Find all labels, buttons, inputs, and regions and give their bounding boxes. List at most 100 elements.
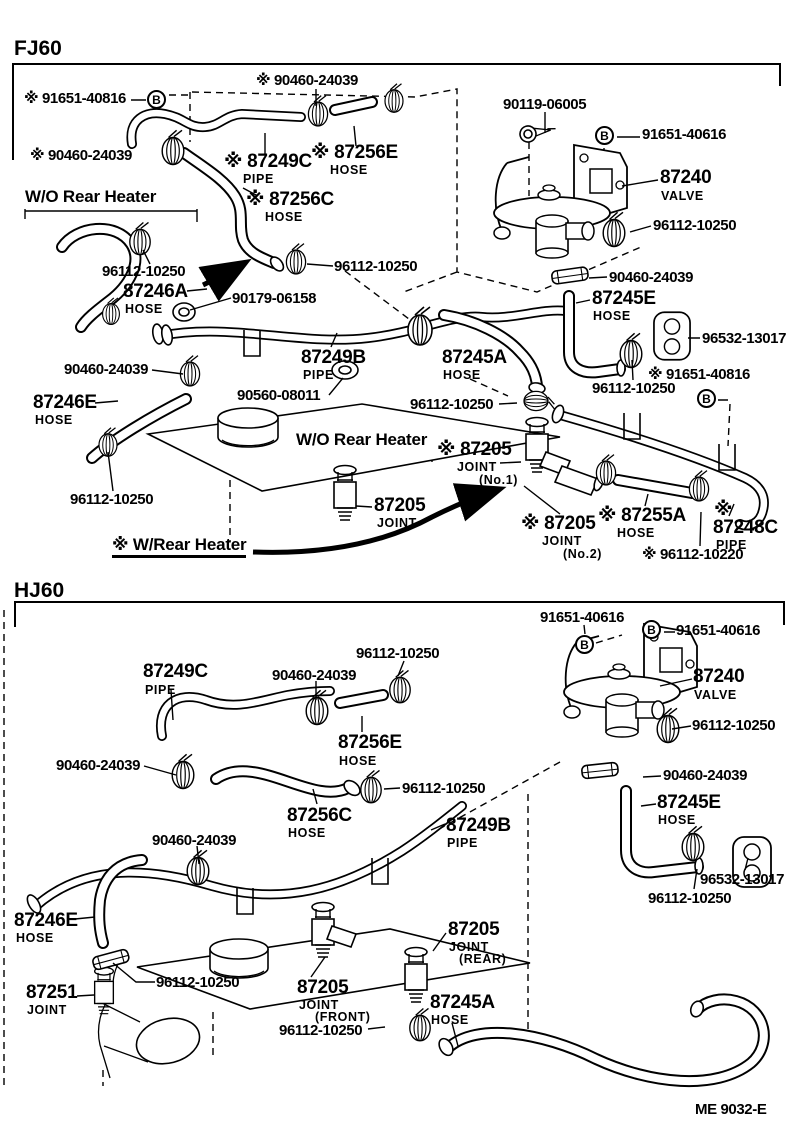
part-87248c-type: PIPE <box>716 538 747 552</box>
part-90179-06158: 90179-06158 <box>232 290 317 307</box>
part-87246e-hj-type: HOSE <box>16 931 54 945</box>
part-87249b-fj: 87249B <box>301 347 366 368</box>
part-90560-08011: 90560-08011 <box>237 387 321 404</box>
part-87245e-fj: 87245E <box>592 288 656 309</box>
part-87205-front-pos: (FRONT) <box>315 1010 371 1024</box>
section-title-fj60: FJ60 <box>14 37 62 60</box>
footer-code: ME 9032-E <box>695 1101 767 1118</box>
hose-87256e-hj <box>334 689 389 709</box>
hose-87245a-hj <box>442 993 770 1088</box>
part-87256c-fj-type: HOSE <box>265 210 303 224</box>
part-90460-24039-hj-b: 90460-24039 <box>56 757 141 774</box>
part-87256e-fj-type: HOSE <box>330 163 368 177</box>
part-87205-center: 87205 <box>374 495 426 516</box>
b-fastener-marker: B <box>697 389 716 408</box>
part-91651-40616-fj: 91651-40616 <box>642 126 727 143</box>
part-87245e-fj-type: HOSE <box>593 309 631 323</box>
part-87251: 87251 <box>26 982 78 1003</box>
part-90460-24039-hj-c: 90460-24039 <box>152 832 237 849</box>
hj60-hoses <box>26 686 770 1088</box>
b-fastener-marker: B <box>642 620 661 639</box>
fj60-reservoir <box>145 403 561 492</box>
part-87205-front-type: JOINT <box>299 998 339 1012</box>
part-87205-no2-type: JOINT <box>542 534 582 548</box>
part-87251-type: JOINT <box>27 1003 67 1017</box>
part-90460-24039-fj-valve: 90460-24039 <box>609 269 694 286</box>
part-87245a-fj: 87245A <box>442 347 507 368</box>
part-87205-center-type: JOINT <box>377 516 417 530</box>
part-96112-10250-fj-c: 96112-10250 <box>592 380 676 397</box>
b-fastener-marker: B <box>595 126 614 145</box>
part-87205-no2: ※ 87205 <box>521 513 596 534</box>
hose-87246e-fj <box>86 393 192 464</box>
part-87240-hj-type: VALVE <box>694 688 737 702</box>
part-87246e-fj-type: HOSE <box>35 413 73 427</box>
part-96112-10250-fj-b: 96112-10250 <box>334 258 418 275</box>
part-87256e-hj-type: HOSE <box>339 754 377 768</box>
part-87256e-hj: 87256E <box>338 732 402 753</box>
part-87205-no1-pos: (No.1) <box>479 473 519 487</box>
part-87248c-mark: ※ <box>714 499 733 520</box>
part-87245a-hj: 87245A <box>430 992 495 1013</box>
part-87205-front: 87205 <box>297 977 349 998</box>
part-96112-10250-hj-b: 96112-10250 <box>402 780 486 797</box>
hose-87249c-fj <box>126 108 306 149</box>
hose-87255a <box>612 474 698 499</box>
part-87245a-fj-type: HOSE <box>443 368 481 382</box>
hose-87246e-hj <box>93 854 148 949</box>
part-91651-40816-fj: ※ 91651-40816 <box>24 90 126 107</box>
section-title-hj60: HJ60 <box>14 579 65 602</box>
part-87205-rear-pos: (REAR) <box>459 952 507 966</box>
part-90119-06005: 90119-06005 <box>503 96 587 113</box>
leader-lines <box>74 89 749 1047</box>
b-fastener-marker: B <box>575 635 594 654</box>
hose-87246a-fj <box>56 223 142 333</box>
part-87249c-hj: 87249C <box>143 661 208 682</box>
section-frames <box>3 63 785 1088</box>
part-90460-24039-fj-top: ※ 90460-24039 <box>256 72 358 89</box>
part-91651-40816-fj-r: ※ 91651-40816 <box>648 366 750 383</box>
part-90460-24039-hj-a: 90460-24039 <box>272 667 357 684</box>
part-87249c-fj: ※ 87249C <box>224 151 312 172</box>
hj60-joints <box>93 901 428 1015</box>
b-fastener-marker: B <box>147 90 166 109</box>
part-87256e-fj: ※ 87256E <box>311 142 398 163</box>
part-87205-rear-type: JOINT <box>449 940 489 954</box>
part-87240-fj-type: VALVE <box>661 189 704 203</box>
part-96112-10250-hj-d: 96112-10250 <box>156 974 240 991</box>
hj60-reservoir <box>136 928 531 1010</box>
wo-rear-heater-caption-1: W/O Rear Heater <box>25 187 157 206</box>
part-96112-10250-fj-e: 96112-10250 <box>70 491 154 508</box>
direction-arrows <box>198 258 507 555</box>
part-90460-24039-hj-valve: 90460-24039 <box>663 767 748 784</box>
pipe-87248c <box>555 410 769 531</box>
part-96112-10250-fj-valve: 96112-10250 <box>653 217 737 234</box>
part-87205-rear: 87205 <box>448 919 500 940</box>
part-90460-24039-fj-mid: 90460-24039 <box>64 361 149 378</box>
part-87245a-hj-type: HOSE <box>431 1013 469 1027</box>
fj60-hoses <box>56 96 769 531</box>
part-96112-10250-hj-c: 96112-10250 <box>648 890 732 907</box>
hose-87245e-hj <box>620 785 704 879</box>
part-87246a-fj-type: HOSE <box>125 302 163 316</box>
hose-87256c-fj <box>178 147 280 269</box>
part-87249b-hj: 87249B <box>446 815 511 836</box>
part-91651-40616-hj-a: 91651-40616 <box>540 609 625 626</box>
part-87245e-hj: 87245E <box>657 792 721 813</box>
part-96532-13017-fj: 96532-13017 <box>702 330 787 347</box>
part-96532-13017-hj: 96532-13017 <box>700 871 785 888</box>
part-91651-40616-hj-b: 91651-40616 <box>676 622 761 639</box>
wo-rear-heater-caption-2: W/O Rear Heater <box>296 430 428 449</box>
part-87256c-hj: 87256C <box>287 805 352 826</box>
part-96112-10250-fj-a: 96112-10250 <box>102 263 186 280</box>
part-96112-10220: ※ 96112-10220 <box>642 546 744 563</box>
fj60-valve-87240 <box>493 125 628 259</box>
part-87246a-fj: 87246A <box>123 281 188 302</box>
part-87246e-fj: 87246E <box>33 392 97 413</box>
part-87256c-hj-type: HOSE <box>288 826 326 840</box>
hose-87245e-fj <box>563 290 626 379</box>
part-87205-no2-pos: (No.2) <box>563 547 603 561</box>
hose-87245a-fj <box>438 309 543 392</box>
